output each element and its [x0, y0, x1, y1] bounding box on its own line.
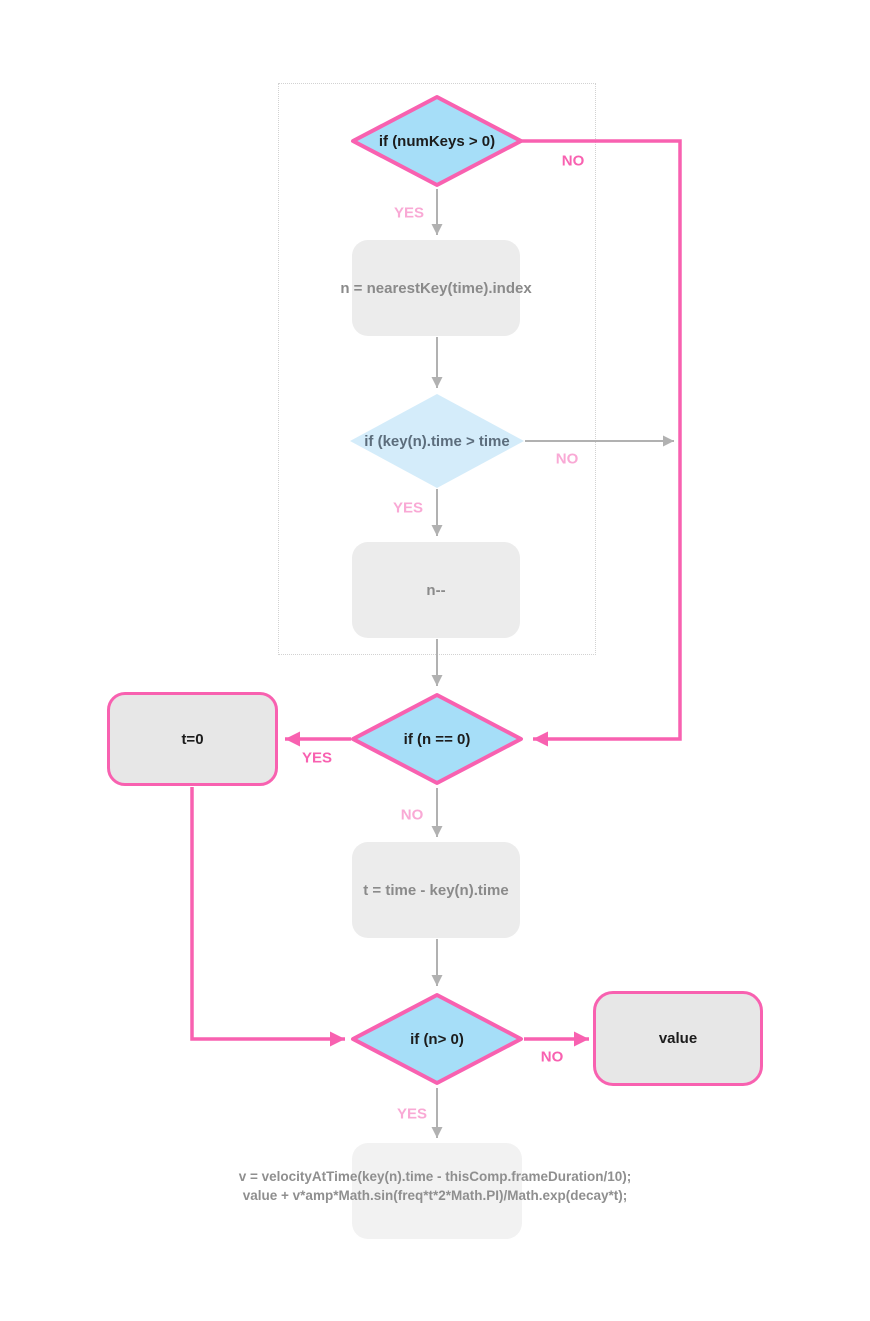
label-numkeys-yes: YES — [393, 204, 425, 222]
process-ttime: t = time - key(n).time — [352, 842, 520, 938]
diamond-shape — [351, 693, 523, 785]
diamond-shape — [351, 993, 523, 1085]
terminal-value-label: value — [658, 1030, 698, 1047]
label-keytime-no: NO — [555, 450, 579, 468]
label-nzero-no: NO — [400, 806, 424, 824]
label-nzero-yes: YES — [301, 749, 333, 767]
decision-keytime: if (key(n).time > time — [350, 394, 524, 488]
process-decrement: n-- — [352, 542, 520, 638]
code-line-2: value + v*amp*Math.sin(freq*t*2*Math.PI)… — [242, 1188, 628, 1203]
diamond-shape — [351, 95, 523, 187]
process-nearestkey: n = nearestKey(time).index — [340, 240, 532, 336]
label-keytime-yes: YES — [392, 499, 424, 517]
decision-keytime-label: if (key(n).time > time — [364, 432, 510, 450]
process-code-text: v = velocityAtTime(key(n).time - thisCom… — [0, 1167, 870, 1205]
process-tzero-label: t=0 — [181, 730, 204, 748]
decision-numkeys: if (numKeys > 0) — [350, 94, 524, 188]
label-numkeys-no: NO — [561, 152, 585, 170]
terminal-value: value — [593, 991, 763, 1086]
process-code-box — [352, 1143, 522, 1239]
edge-tzero-to-npos — [190, 787, 345, 1047]
label-npos-no: NO — [540, 1048, 564, 1066]
decision-npos-label: if (n> 0) — [410, 1030, 464, 1048]
decision-npos: if (n> 0) — [350, 992, 524, 1086]
process-nearestkey-label: n = nearestKey(time).index — [340, 279, 532, 297]
decision-nzero: if (n == 0) — [350, 692, 524, 786]
decision-numkeys-label: if (numKeys > 0) — [378, 132, 496, 150]
process-decrement-label: n-- — [426, 581, 446, 599]
decision-nzero-label: if (n == 0) — [403, 730, 471, 748]
process-ttime-label: t = time - key(n).time — [363, 881, 509, 899]
code-line-1: v = velocityAtTime(key(n).time - thisCom… — [238, 1169, 632, 1184]
label-npos-yes: YES — [396, 1105, 428, 1123]
diamond-shape — [350, 394, 524, 488]
process-tzero: t=0 — [107, 692, 278, 786]
